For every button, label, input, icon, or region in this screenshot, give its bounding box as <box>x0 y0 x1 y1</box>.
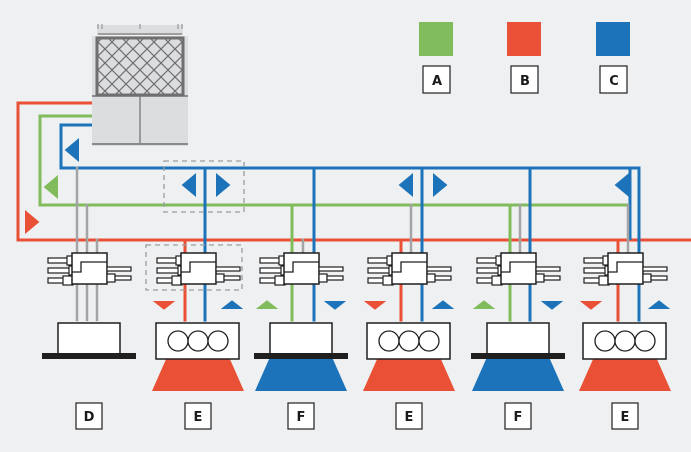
indoor-unit-f: F <box>471 300 565 430</box>
cassette-panel <box>42 353 136 359</box>
unit-label-box <box>75 402 103 430</box>
outdoor-unit <box>92 24 188 146</box>
fan-icon <box>378 330 400 352</box>
arrow-left-icon <box>614 173 629 197</box>
unit-label-box <box>184 402 212 430</box>
legend-swatch <box>419 22 453 56</box>
indoor-unit-d: D <box>42 322 136 430</box>
fan-icon <box>634 330 656 352</box>
arrow-left-icon <box>64 138 79 162</box>
indoor-unit-e: E <box>579 300 671 430</box>
legend-swatch <box>507 22 541 56</box>
branch-selectors <box>47 252 668 286</box>
legend-label: C <box>609 74 619 89</box>
arrow-right-icon <box>216 173 231 197</box>
unit-label: F <box>297 410 306 425</box>
detail-box-valves <box>163 160 245 213</box>
arrow-down-icon <box>363 301 387 310</box>
branch-selector-box <box>367 252 452 286</box>
airflow-cone <box>255 357 347 391</box>
blue-main-pipe <box>59 123 632 240</box>
unit-label-box <box>611 402 639 430</box>
indoor-unit-e: E <box>363 300 455 430</box>
fan-icon <box>614 330 636 352</box>
legend-item-c: C <box>596 22 630 94</box>
branch-selector-box <box>583 252 668 286</box>
airflow-cone <box>472 357 564 391</box>
fan-icon <box>398 330 420 352</box>
fan-grille <box>95 36 185 97</box>
legend: A B C <box>419 22 630 94</box>
legend-label-box <box>599 65 628 94</box>
legend-item-a: A <box>419 22 453 94</box>
unit-label: F <box>514 410 523 425</box>
unit-label: E <box>194 410 203 425</box>
legend-swatch <box>596 22 630 56</box>
branch-selector-box <box>259 252 344 286</box>
indoor-unit-f: F <box>254 300 348 430</box>
fan-icon <box>187 330 209 352</box>
arrow-up-icon <box>255 300 279 309</box>
airflow-cone <box>579 357 671 391</box>
cassette-panel <box>471 353 565 359</box>
pipes <box>16 101 691 322</box>
cassette-panel <box>254 353 348 359</box>
flow-arrows <box>25 138 629 234</box>
fan-icon <box>207 330 229 352</box>
arrow-down-icon <box>540 301 564 310</box>
unit-label: D <box>84 410 95 425</box>
arrow-down-icon <box>323 301 347 310</box>
arrow-up-icon <box>647 300 671 309</box>
fan-icon <box>594 330 616 352</box>
arrow-left-icon <box>43 175 58 199</box>
detail-box-branch <box>145 244 243 291</box>
cassette-body <box>486 322 550 356</box>
legend-label: A <box>432 74 442 89</box>
branch-selector-box <box>47 252 132 286</box>
legend-label: B <box>520 74 530 89</box>
branch-selector-box <box>476 252 561 286</box>
indoor-unit-e: E <box>152 300 244 430</box>
arrow-down-icon <box>579 301 603 310</box>
unit-label: E <box>621 410 630 425</box>
red-main-pipe <box>16 101 691 242</box>
arrow-right-icon <box>433 173 448 197</box>
legend-label-box <box>510 65 539 94</box>
unit-label: E <box>405 410 414 425</box>
arrow-up-icon <box>431 300 455 309</box>
airflow-cone <box>152 357 244 391</box>
arrow-up-icon <box>220 300 244 309</box>
unit-label-box <box>395 402 423 430</box>
airflow-cone <box>363 357 455 391</box>
green-main-pipe <box>38 114 630 207</box>
arrow-up-icon <box>472 300 496 309</box>
unit-label-box <box>287 402 315 430</box>
arrow-left-icon <box>181 173 196 197</box>
cassette-body <box>269 322 333 356</box>
arrow-right-icon <box>25 210 40 234</box>
arrow-left-icon <box>398 173 413 197</box>
unit-label-box <box>504 402 532 430</box>
cassette-body <box>57 322 121 356</box>
fan-icon <box>167 330 189 352</box>
fan-icon <box>418 330 440 352</box>
legend-item-b: B <box>507 22 541 94</box>
branch-selector-box <box>156 252 241 286</box>
legend-label-box <box>422 65 451 94</box>
arrow-down-icon <box>152 301 176 310</box>
